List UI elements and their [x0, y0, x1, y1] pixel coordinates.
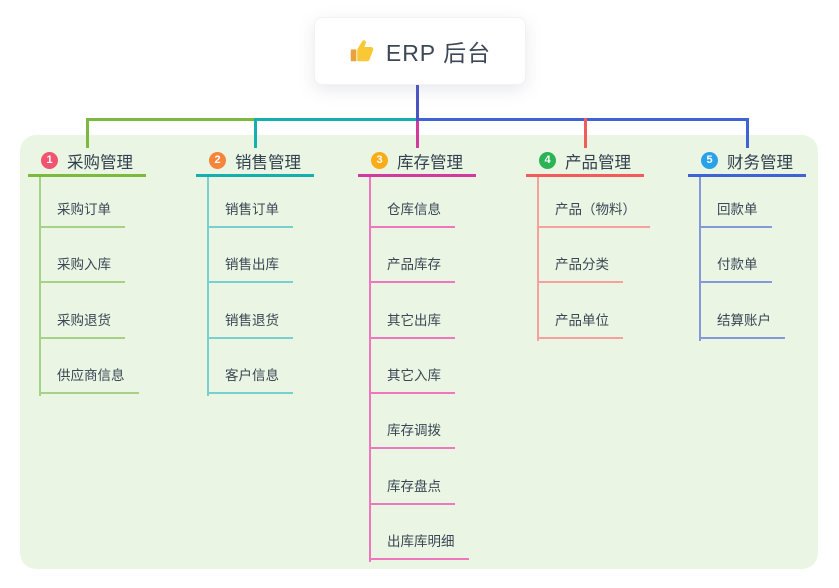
- branch-label: 库存管理: [397, 153, 463, 172]
- mindmap-panel: [20, 135, 818, 569]
- number-badge: 4: [539, 152, 556, 169]
- child-node[interactable]: 产品单位: [537, 311, 623, 339]
- child-node[interactable]: 采购退货: [39, 311, 125, 339]
- branch-node-3[interactable]: 3 库存管理: [358, 147, 476, 177]
- child-node[interactable]: 产品库存: [369, 255, 455, 284]
- child-node[interactable]: 仓库信息: [369, 200, 455, 228]
- number-badge: 3: [371, 152, 388, 169]
- branch-node-5[interactable]: 5 财务管理: [688, 147, 806, 177]
- child-connector-line: [369, 177, 371, 562]
- child-node[interactable]: 回款单: [699, 200, 772, 228]
- root-node[interactable]: ERP 后台: [314, 17, 526, 85]
- child-connector-line: [699, 177, 701, 341]
- child-connector-line: [39, 177, 41, 396]
- child-connector-line: [207, 177, 209, 396]
- child-node[interactable]: 采购入库: [39, 255, 125, 284]
- branch-node-2[interactable]: 2 销售管理: [196, 147, 314, 177]
- child-node[interactable]: 结算账户: [699, 311, 785, 339]
- branch-drop-line: [415, 118, 419, 148]
- bus-segment-mid: [255, 118, 417, 121]
- thumbs-up-icon: [350, 40, 374, 62]
- child-node[interactable]: 供应商信息: [39, 366, 139, 394]
- child-connector-line: [537, 177, 539, 341]
- branch-drop-line: [253, 118, 257, 148]
- child-node[interactable]: 其它出库: [369, 311, 455, 339]
- child-node[interactable]: 出库库明细: [369, 532, 469, 560]
- number-badge: 5: [701, 152, 718, 169]
- bus-segment-right: [417, 118, 749, 121]
- branch-drop-line: [745, 118, 749, 148]
- branch-drop-line: [85, 118, 89, 148]
- root-title: ERP 后台: [385, 40, 492, 66]
- child-node[interactable]: 其它入库: [369, 366, 455, 394]
- child-node[interactable]: 销售出库: [207, 255, 293, 284]
- branch-node-1[interactable]: 1 采购管理: [28, 147, 146, 177]
- number-badge: 2: [209, 152, 226, 169]
- number-badge: 1: [41, 152, 58, 169]
- branch-node-4[interactable]: 4 产品管理: [526, 147, 644, 177]
- child-node[interactable]: 销售退货: [207, 311, 293, 339]
- branch-label: 财务管理: [727, 153, 793, 172]
- child-node[interactable]: 付款单: [699, 255, 772, 284]
- child-node[interactable]: 销售订单: [207, 200, 293, 228]
- child-node[interactable]: 客户信息: [207, 366, 293, 394]
- branch-label: 采购管理: [67, 153, 133, 172]
- child-node[interactable]: 产品（物料）: [537, 200, 650, 228]
- branch-label: 销售管理: [235, 153, 301, 172]
- root-connector-line: [416, 83, 419, 121]
- child-node[interactable]: 库存盘点: [369, 477, 455, 505]
- child-node[interactable]: 采购订单: [39, 200, 125, 228]
- child-node[interactable]: 产品分类: [537, 255, 623, 284]
- branch-drop-line: [583, 118, 587, 148]
- bus-segment-left: [87, 118, 255, 121]
- branch-label: 产品管理: [565, 153, 631, 172]
- child-node[interactable]: 库存调拨: [369, 421, 455, 450]
